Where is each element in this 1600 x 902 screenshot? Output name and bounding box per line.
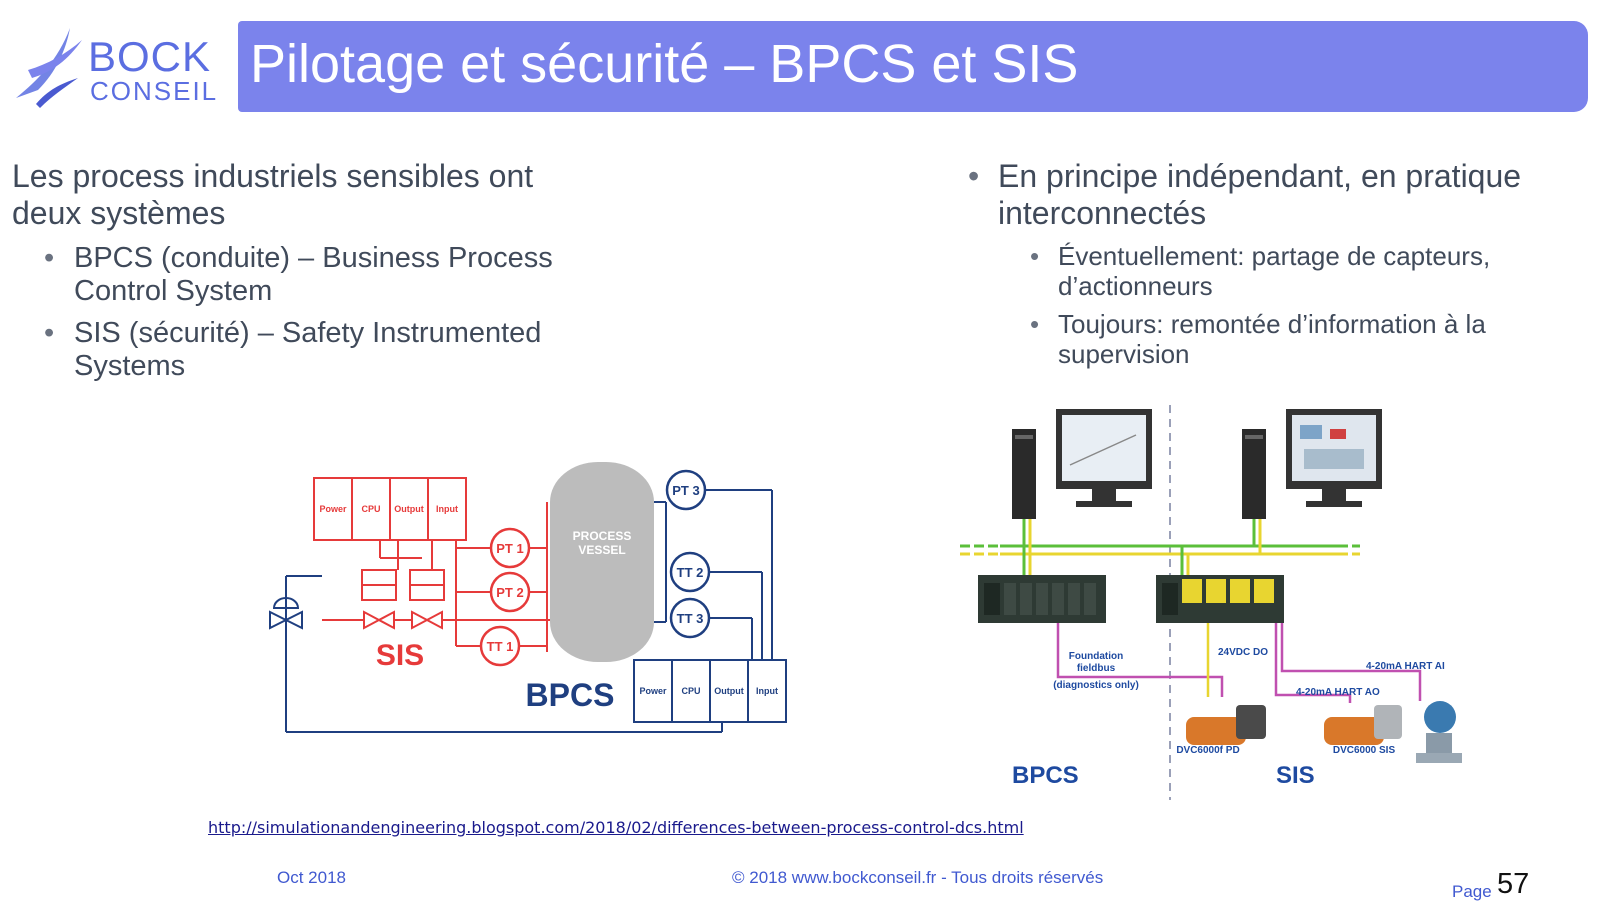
do-label: 24VDC DO bbox=[1218, 647, 1268, 658]
fieldbus-label-line1: Foundation bbox=[1069, 651, 1123, 662]
network-bus bbox=[960, 519, 1360, 575]
right-bullet-item: • Toujours: remontée d’information à la … bbox=[1030, 309, 1486, 369]
sis-label: SIS bbox=[376, 639, 424, 672]
bullet-dot: • bbox=[44, 317, 55, 349]
sis-bpcs-process-diagram: Power CPU Output Input SIS PT 1 PT 2 TT … bbox=[269, 462, 787, 733]
source-link[interactable]: http://simulationandengineering.blogspot… bbox=[208, 818, 1024, 837]
sis-label: SIS bbox=[1276, 762, 1315, 789]
sensor-tt1: TT 1 bbox=[487, 639, 514, 654]
bpcs-controller-rack bbox=[633, 659, 787, 723]
footer-date: Oct 2018 bbox=[277, 868, 346, 887]
slide-title: Pilotage et sécurité – BPCS et SIS bbox=[250, 34, 1079, 94]
bpcs-module-power: Power bbox=[639, 686, 667, 696]
bpcs-module-output: Output bbox=[714, 686, 744, 696]
ao-label: 4-20mA HART AO bbox=[1296, 687, 1380, 698]
bullet-dot: • bbox=[44, 242, 55, 274]
pressure-transmitter bbox=[1416, 701, 1462, 763]
vessel-label-line1: PROCESS bbox=[573, 529, 632, 543]
bpcs-control-valve bbox=[269, 597, 303, 630]
bullet-dot: • bbox=[968, 158, 980, 194]
logo-wordmark-line2: CONSEIL bbox=[90, 76, 219, 106]
sensor-pt2: PT 2 bbox=[496, 585, 523, 600]
sis-module-cpu: CPU bbox=[361, 504, 380, 514]
valve1-label: DVC6000f PD bbox=[1176, 745, 1239, 756]
valve2-label: DVC6000 SIS bbox=[1333, 745, 1396, 756]
sensor-pt1: PT 1 bbox=[496, 541, 523, 556]
bock-conseil-logo bbox=[16, 28, 82, 108]
process-vessel bbox=[550, 462, 654, 662]
vessel-label-line2: VESSEL bbox=[578, 543, 625, 557]
ai-label: 4-20mA HART AI bbox=[1366, 661, 1445, 672]
right-lead: En principe indépendant, en pratique int… bbox=[998, 158, 1522, 231]
bullet-dot: • bbox=[1030, 241, 1040, 271]
sensor-pt3: PT 3 bbox=[672, 483, 699, 498]
bpcs-label: BPCS bbox=[526, 677, 615, 713]
title-bar bbox=[238, 21, 1588, 112]
sensor-tt3: TT 3 bbox=[677, 611, 704, 626]
left-lead: Les process industriels sensibles ont de… bbox=[12, 158, 534, 231]
bpcs-controller-rack bbox=[978, 575, 1106, 623]
sis-valve-actuators bbox=[361, 569, 445, 630]
sis-module-power: Power bbox=[319, 504, 347, 514]
sensor-tt2: TT 2 bbox=[677, 565, 704, 580]
left-column: Les process industriels sensibles ont de… bbox=[12, 158, 612, 383]
footer-page-number: 57 bbox=[1497, 868, 1530, 900]
sis-controller-rack bbox=[313, 477, 467, 541]
bpcs-sis-network-diagram: Foundation fieldbus (diagnostics only) 2… bbox=[960, 405, 1462, 800]
sis-controller-rack bbox=[1156, 575, 1284, 623]
left-bullet-item: • SIS (sécurité) – Safety Instrumented S… bbox=[44, 317, 542, 382]
right-column: • En principe indépendant, en pratique i… bbox=[968, 158, 1590, 369]
bpcs-module-cpu: CPU bbox=[681, 686, 700, 696]
bpcs-workstation bbox=[1012, 409, 1152, 519]
fieldbus-label-line2: fieldbus bbox=[1077, 663, 1116, 674]
left-bullet-item: • BPCS (conduite) – Business Process Con… bbox=[44, 242, 553, 307]
bpcs-module-input: Input bbox=[756, 686, 778, 696]
bpcs-label: BPCS bbox=[1012, 762, 1079, 789]
bullet-dot: • bbox=[1030, 309, 1040, 339]
footer-copyright: © 2018 www.bockconseil.fr - Tous droits … bbox=[732, 868, 1104, 887]
logo-wordmark-line1: BOCK bbox=[88, 33, 212, 80]
fieldbus-label-line3: (diagnostics only) bbox=[1053, 680, 1139, 691]
right-bullet-item: • Éventuellement: partage de capteurs, d… bbox=[1030, 241, 1491, 301]
sis-sensors bbox=[479, 527, 531, 667]
field-wiring bbox=[1056, 623, 1422, 703]
valve-dvc6000-sis bbox=[1324, 705, 1402, 745]
valve-dvc6000f-pd bbox=[1186, 705, 1266, 745]
sis-workstation bbox=[1242, 409, 1382, 519]
sis-module-output: Output bbox=[394, 504, 424, 514]
bpcs-sensors bbox=[665, 469, 711, 639]
sis-module-input: Input bbox=[436, 504, 458, 514]
footer-page-label: Page bbox=[1452, 882, 1492, 901]
